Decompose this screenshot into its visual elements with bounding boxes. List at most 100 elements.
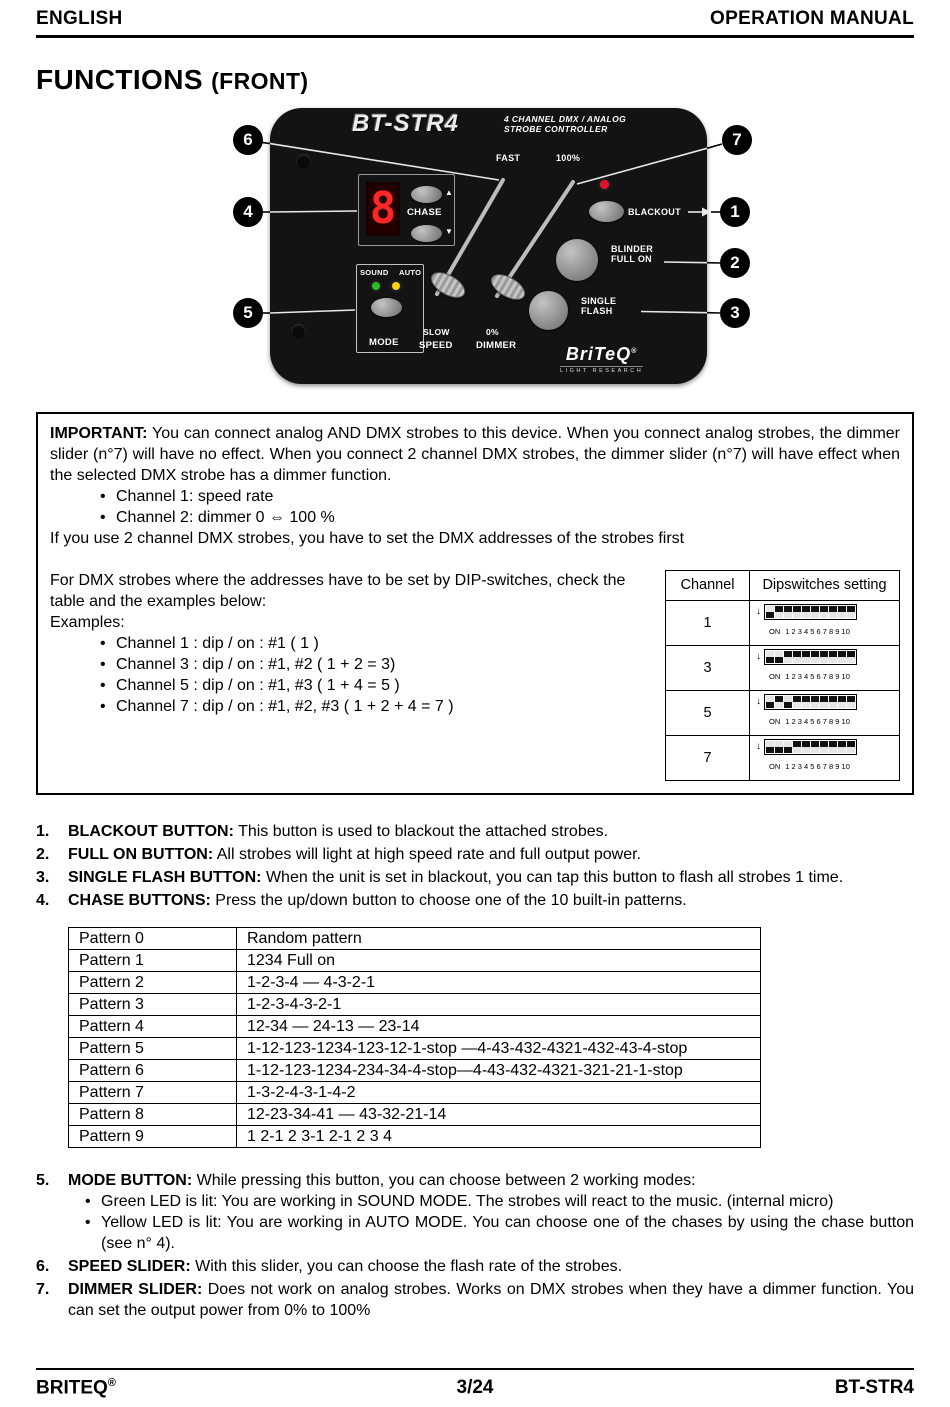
pattern-desc: 12-23-34-41 — 43-32-21-14: [236, 1103, 761, 1126]
dip-switch-8: [829, 741, 837, 753]
bullet-item: Green LED is lit: You are working in SOU…: [68, 1191, 914, 1212]
mode-section-frame: [356, 264, 424, 353]
page-footer: BRITEQ® 3/24 BT-STR4: [0, 1363, 950, 1399]
dip-switch-7: [820, 651, 828, 663]
dip-switch-2: [775, 651, 783, 663]
pattern-name: Pattern 7: [68, 1081, 237, 1104]
sound-label: SOUND: [360, 268, 389, 277]
registered-icon: ®: [631, 348, 638, 355]
important-box: IMPORTANT: You can connect analog AND DM…: [36, 412, 914, 795]
dip-switch-4: [793, 651, 801, 663]
callout-4: 4: [233, 197, 263, 227]
item-number: 2.: [36, 846, 50, 863]
chase-up-icon: ▲: [445, 188, 453, 197]
pattern-desc: Random pattern: [236, 927, 761, 950]
pattern-name: Pattern 4: [68, 1015, 237, 1038]
dip-switch-9: [838, 741, 846, 753]
item-body: MODE BUTTON: While pressing this button,…: [68, 1170, 914, 1254]
blackout-label: BLACKOUT: [628, 207, 681, 217]
bullet-text: Yellow LED is lit: You are working in AU…: [101, 1214, 914, 1252]
item-label: MODE BUTTON:: [68, 1172, 193, 1189]
dip-switch-5: [802, 651, 810, 663]
dip-switch-2: [775, 696, 783, 708]
dip-switch-7: [820, 696, 828, 708]
list-item: 3. SINGLE FLASH BUTTON: When the unit is…: [36, 867, 914, 888]
bullet-item: Channel 1: speed rate: [50, 486, 900, 507]
dip-strip: [764, 604, 857, 620]
dip-arrow-icon: ↓: [756, 651, 761, 662]
dip-arrow-icon: ↓: [756, 606, 761, 617]
dip-channel: 1: [665, 600, 750, 646]
chase-up-button: [411, 186, 442, 203]
dip-switch-6: [811, 651, 819, 663]
item-text: All strobes will light at high speed rat…: [216, 846, 641, 863]
bullet-item: Yellow LED is lit: You are working in AU…: [68, 1212, 914, 1254]
dip-on-label: ON: [769, 672, 781, 681]
example-item: Channel 1 : dip / on : #1 ( 1 ): [50, 633, 655, 654]
pattern-name: Pattern 0: [68, 927, 237, 950]
function-descriptions-2: 5. MODE BUTTON: While pressing this butt…: [36, 1170, 914, 1321]
dip-switch-10: [847, 651, 855, 663]
pattern-name: Pattern 9: [68, 1125, 237, 1148]
dip-switch-2: [775, 606, 783, 618]
dip-switch-1: [766, 651, 774, 663]
item-number: 1.: [36, 823, 50, 840]
item-text: Does not work on analog strobes. Works o…: [68, 1281, 915, 1319]
power-led: [600, 180, 609, 189]
blinder-label-line2: FULL ON: [611, 254, 652, 264]
dip-strip: [764, 739, 857, 755]
pattern-name: Pattern 6: [68, 1059, 237, 1082]
list-item: 1. BLACKOUT BUTTON: This button is used …: [36, 821, 914, 842]
single-flash-label: SINGLE FLASH: [581, 296, 616, 316]
dip-switch-9: [838, 696, 846, 708]
footer-brand: BRITEQ®: [36, 1377, 329, 1399]
chase-down-icon: ▼: [445, 227, 453, 236]
pattern-desc: 1-12-123-1234-123-12-1-stop —4-43-432-43…: [236, 1037, 761, 1060]
single-flash-button: [529, 291, 568, 330]
important-intro-text: You can connect analog AND DMX strobes t…: [50, 425, 900, 484]
important-label: IMPORTANT:: [50, 425, 148, 442]
item-body: CHASE BUTTONS: Press the up/down button …: [68, 890, 914, 911]
dip-switch-1: [766, 606, 774, 618]
title-sub: (FRONT): [211, 68, 309, 94]
dip-switch-8: [829, 651, 837, 663]
dip-switch-10: [847, 741, 855, 753]
item-number: 3.: [36, 869, 50, 886]
footer-page-number: 3/24: [456, 1376, 494, 1398]
single-flash-label-line2: FLASH: [581, 306, 613, 316]
dip-arrow-icon: ↓: [756, 741, 761, 752]
item-text: This button is used to blackout the atta…: [238, 823, 609, 840]
slow-label: SLOW: [423, 327, 450, 337]
item-text: While pressing this button, you can choo…: [196, 1172, 696, 1189]
list-item: 6. SPEED SLIDER: With this slider, you c…: [36, 1256, 914, 1277]
dip-switch-5: [802, 741, 810, 753]
footer-row: BRITEQ® 3/24 BT-STR4: [0, 1377, 950, 1399]
header-doc-type: OPERATION MANUAL: [710, 8, 914, 29]
callout-5: 5: [233, 298, 263, 328]
dip-numbers: 1 2 3 4 5 6 7 8 9 10: [785, 762, 850, 771]
pattern-name: Pattern 5: [68, 1037, 237, 1060]
dip-switch-8: [829, 696, 837, 708]
min-label: 0%: [486, 327, 499, 337]
dip-switch-6: [811, 696, 819, 708]
item-text: With this slider, you can choose the fla…: [195, 1258, 623, 1275]
dip-numbers: 1 2 3 4 5 6 7 8 9 10: [785, 672, 850, 681]
important-note: If you use 2 channel DMX strobes, you ha…: [50, 530, 685, 547]
list-item: 5. MODE BUTTON: While pressing this butt…: [36, 1170, 914, 1254]
pattern-name: Pattern 2: [68, 971, 237, 994]
callout-6: 6: [233, 125, 263, 155]
chase-label: CHASE: [407, 207, 442, 218]
dip-switch-7: [820, 741, 828, 753]
dip-switch-6: [811, 606, 819, 618]
item-label: FULL ON BUTTON:: [68, 846, 214, 863]
dip-on-label: ON: [769, 717, 781, 726]
